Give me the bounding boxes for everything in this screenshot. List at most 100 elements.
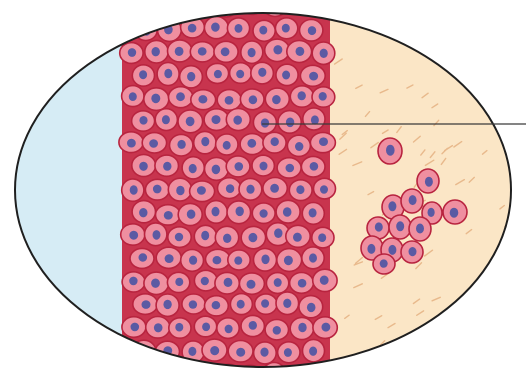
cell-nucleus — [237, 300, 245, 309]
cell — [168, 178, 191, 201]
cell — [286, 225, 310, 247]
cell — [205, 296, 229, 316]
cell — [178, 203, 202, 225]
cell — [167, 363, 189, 369]
cell-nucleus — [309, 253, 317, 262]
cell-nucleus — [375, 222, 383, 231]
cell-nucleus — [139, 347, 148, 357]
cell-nucleus — [212, 301, 221, 309]
cell — [121, 362, 144, 369]
cell — [170, 134, 193, 156]
cell-nucleus — [129, 92, 137, 101]
cell — [301, 156, 325, 177]
cell-nucleus — [163, 300, 171, 309]
cell-nucleus — [284, 256, 293, 266]
cell — [277, 158, 301, 178]
cell-nucleus — [318, 233, 326, 242]
cell — [275, 18, 297, 39]
cell-nucleus — [201, 277, 209, 286]
cell — [181, 250, 204, 272]
cell — [289, 180, 312, 201]
cell-nucleus — [189, 256, 197, 265]
cell — [215, 272, 239, 294]
cell — [266, 273, 288, 294]
cell — [192, 0, 217, 15]
cell — [205, 201, 227, 224]
cell-nucleus — [320, 49, 328, 58]
cell — [217, 90, 241, 111]
cell-nucleus — [142, 300, 151, 309]
cell-nucleus — [176, 92, 185, 101]
cell — [303, 108, 325, 130]
cell — [194, 131, 216, 153]
cell — [277, 249, 302, 272]
cell-nucleus — [225, 325, 233, 334]
cell-nucleus — [153, 185, 162, 194]
cell-nucleus — [189, 164, 197, 173]
cell-nucleus — [320, 185, 328, 194]
cell — [156, 247, 181, 268]
cell-nucleus — [177, 140, 185, 149]
fiber — [393, 14, 397, 19]
cell-nucleus — [188, 24, 197, 33]
cell — [155, 109, 177, 131]
cell-nucleus — [282, 71, 290, 80]
cell — [132, 155, 156, 177]
cell-nucleus — [386, 145, 395, 156]
cell-nucleus — [201, 137, 209, 146]
cell — [132, 111, 155, 131]
cell — [239, 273, 264, 294]
cell-nucleus — [235, 24, 243, 33]
cell — [278, 342, 300, 363]
cell-body — [192, 0, 217, 15]
cell-nucleus — [221, 47, 230, 56]
cell-nucleus — [236, 70, 244, 79]
cell-nucleus — [187, 210, 196, 219]
cell-body — [289, 0, 311, 15]
cell — [121, 224, 145, 245]
cell-nucleus — [409, 247, 417, 256]
fiber — [424, 24, 429, 28]
cell-nucleus — [151, 1, 160, 10]
cell — [130, 248, 154, 268]
cell — [121, 0, 143, 17]
fiber — [434, 351, 441, 357]
cell — [182, 294, 205, 314]
cell-nucleus — [450, 208, 459, 218]
cell — [302, 203, 324, 225]
cell-nucleus — [149, 139, 158, 148]
cell — [378, 138, 402, 164]
cell-nucleus — [223, 234, 231, 243]
cell — [168, 40, 192, 62]
cell — [215, 226, 238, 248]
cell-body — [144, 0, 168, 17]
cell — [302, 247, 324, 269]
cell — [226, 109, 250, 131]
cell — [190, 181, 215, 202]
cell — [156, 205, 181, 225]
cell-nucleus — [322, 323, 331, 332]
cell — [205, 158, 229, 181]
cell — [313, 0, 335, 15]
cell-nucleus — [319, 92, 327, 101]
cell-nucleus — [233, 116, 242, 125]
cell — [310, 364, 334, 369]
cell — [303, 340, 325, 362]
cell — [191, 90, 216, 110]
cell-nucleus — [175, 233, 183, 242]
cell-nucleus — [310, 162, 319, 171]
fiber — [456, 309, 461, 315]
cell-nucleus — [202, 323, 210, 332]
cell-nucleus — [139, 116, 147, 125]
cell-nucleus — [309, 347, 317, 356]
cell-nucleus — [298, 91, 306, 100]
fiber — [488, 68, 494, 72]
cell-nucleus — [298, 323, 306, 332]
cell-nucleus — [213, 256, 222, 264]
fiber — [512, 186, 516, 190]
cell — [122, 179, 144, 201]
cell-nucleus — [416, 224, 424, 234]
cell — [122, 272, 145, 292]
cell — [241, 315, 264, 336]
cell — [217, 318, 239, 339]
